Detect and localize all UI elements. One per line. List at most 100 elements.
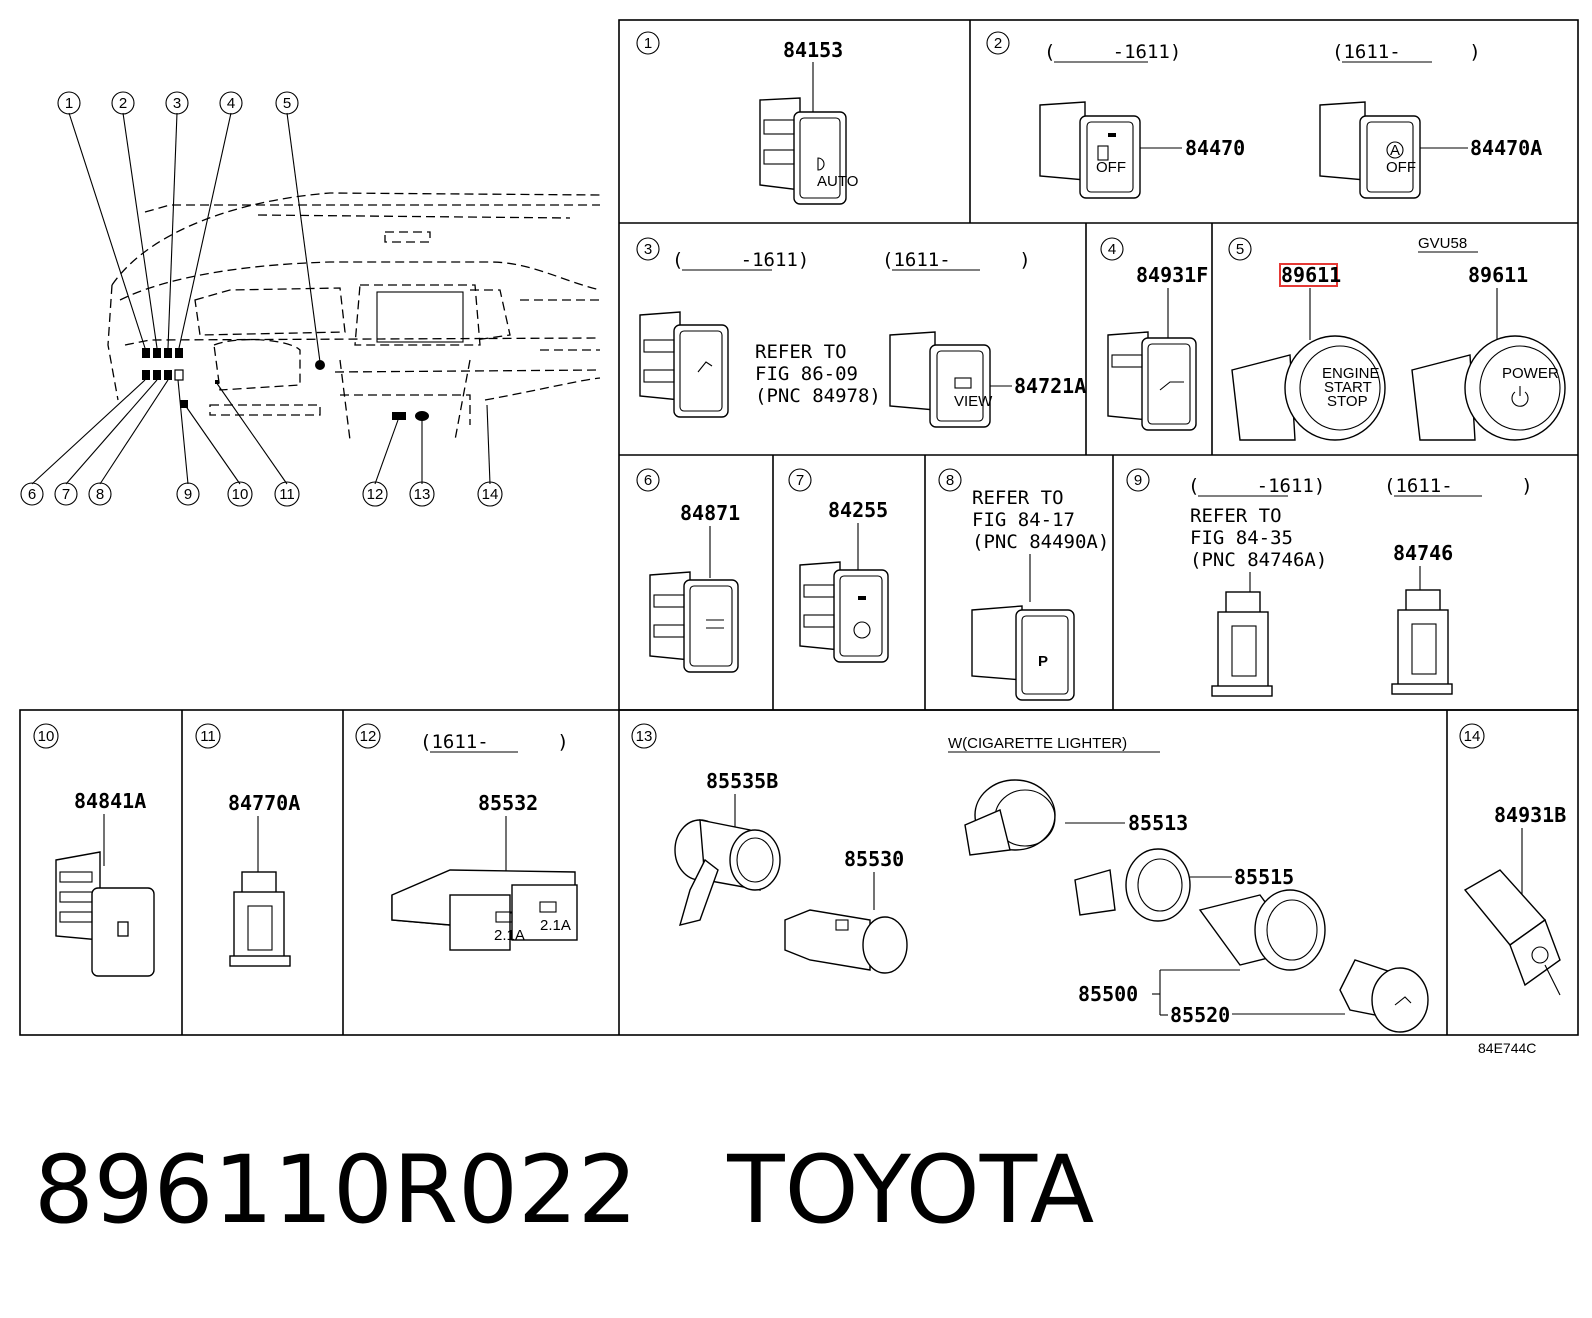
svg-text:13: 13 [636, 728, 653, 745]
switch-84841A [55, 851, 155, 977]
svg-text:4: 4 [227, 95, 235, 112]
svg-text:VIEW: VIEW [954, 393, 993, 410]
part-85520: 85520 [1170, 1003, 1230, 1027]
svg-text:7: 7 [796, 472, 804, 489]
caption-part-number: 896110R022 [34, 1136, 638, 1245]
panel-5: 5 GVU58 89611 89611 ENGINE START STOP PO… [1228, 235, 1566, 441]
part-85535B: 85535B [706, 769, 778, 793]
ring-85515 [1074, 848, 1191, 922]
svg-text:1: 1 [65, 95, 73, 112]
callout-4: 4 [219, 91, 243, 115]
callout-3: 3 [165, 91, 189, 115]
svg-text:8: 8 [946, 472, 954, 489]
connector-84770A [229, 871, 291, 967]
cigarette-lighter-note: W(CIGARETTE LIGHTER) [948, 735, 1127, 752]
panel-12: 12 (1611- ) 85532 2.1A 2.1A [355, 723, 578, 951]
power-button: POWER [1411, 335, 1566, 441]
panel-8: 8 REFER TO FIG 84-17 (PNC 84490A) P [938, 468, 1109, 701]
panel-13: 13 W(CIGARETTE LIGHTER) 85535B 85530 855… [631, 723, 1429, 1033]
callout-11: 11 [274, 481, 300, 507]
svg-text:2: 2 [994, 35, 1002, 52]
svg-text:9: 9 [184, 486, 192, 503]
lighter-85520 [1339, 959, 1429, 1033]
switch-84721A: VIEW [889, 331, 993, 428]
usb-charger-85532: 2.1A 2.1A [391, 869, 578, 951]
svg-text:11: 11 [279, 486, 295, 503]
svg-text:2: 2 [119, 95, 127, 112]
svg-text:2.1A: 2.1A [540, 917, 571, 934]
part-84470: 84470 [1185, 136, 1245, 160]
panel-11: 11 84770A [195, 723, 300, 967]
part-89611-highlighted[interactable]: 89611 [1281, 263, 1341, 287]
svg-text:REFER TO: REFER TO [755, 341, 847, 363]
part-84841A: 84841A [74, 789, 146, 813]
socket-85500 [1198, 889, 1326, 971]
part-84746: 84746 [1393, 541, 1453, 565]
svg-text:A: A [1390, 142, 1400, 159]
bracket-85513 [964, 779, 1056, 856]
callout-2: 2 [111, 91, 135, 115]
switch-84978 [639, 311, 729, 418]
svg-text:(1611- ): (1611- ) [420, 731, 569, 753]
panel-3: 3 ( -1611) (1611- ) REFER TO FIG 86-09 (… [636, 237, 1086, 428]
part-85532: 85532 [478, 791, 538, 815]
svg-text:3: 3 [644, 241, 652, 258]
svg-text:2.1A: 2.1A [494, 927, 525, 944]
part-84470A: 84470A [1470, 136, 1542, 160]
svg-text:FIG 84-17: FIG 84-17 [972, 509, 1075, 531]
highlight-box [1279, 263, 1338, 287]
svg-text:( -1611): ( -1611) [1044, 41, 1181, 63]
callout-6: 6 [20, 482, 44, 506]
svg-text:5: 5 [1236, 241, 1244, 258]
svg-text:14: 14 [482, 486, 499, 503]
plug-85530 [784, 909, 908, 974]
svg-text:4: 4 [1108, 241, 1116, 258]
svg-text:7: 7 [62, 486, 70, 503]
switch-84490A: P [971, 605, 1075, 701]
callout-10: 10 [227, 481, 253, 507]
switch-84255 [799, 561, 889, 663]
panel-9: 9 ( -1611) (1611- ) REFER TO FIG 84-35 (… [1126, 468, 1533, 697]
svg-text:1: 1 [644, 35, 652, 52]
part-84931F: 84931F [1136, 263, 1208, 287]
svg-text:STOP: STOP [1327, 393, 1368, 410]
panel-6: 6 84871 [636, 468, 740, 673]
svg-text:(PNC 84746A): (PNC 84746A) [1190, 549, 1327, 571]
svg-text:POWER: POWER [1502, 365, 1559, 382]
panel-4: 4 84931F [1100, 237, 1208, 431]
svg-text:REFER TO: REFER TO [1190, 505, 1282, 527]
part-84931B: 84931B [1494, 803, 1566, 827]
svg-text:10: 10 [232, 486, 249, 503]
svg-text:(1611- ): (1611- ) [1384, 475, 1533, 497]
svg-text:FIG 86-09: FIG 86-09 [755, 363, 858, 385]
svg-text:12: 12 [367, 486, 384, 503]
svg-text:13: 13 [414, 486, 431, 503]
svg-text:(1611- ): (1611- ) [1332, 41, 1481, 63]
svg-text:OFF: OFF [1096, 159, 1126, 176]
part-89611: 89611 [1468, 263, 1528, 287]
panel-2: 2 ( -1611) (1611- ) OFF 84470 A OFF 8447… [986, 31, 1542, 199]
svg-text:( -1611): ( -1611) [672, 249, 809, 271]
callout-14: 14 [477, 481, 503, 507]
part-85530: 85530 [844, 847, 904, 871]
svg-text:P: P [1038, 653, 1048, 670]
svg-text:REFER TO: REFER TO [972, 487, 1064, 509]
callout-12: 12 [362, 481, 388, 507]
drawing-code: 84E744C [1478, 1040, 1537, 1056]
switch-84931B [1463, 869, 1561, 996]
panel-grid [19, 19, 1579, 1036]
svg-text:FIG 84-35: FIG 84-35 [1190, 527, 1293, 549]
svg-text:14: 14 [1464, 728, 1481, 745]
part-85513: 85513 [1128, 811, 1188, 835]
svg-text:AUTO: AUTO [817, 173, 858, 190]
part-85515: 85515 [1234, 865, 1294, 889]
switch-84931F [1107, 331, 1197, 431]
svg-text:START: START [1324, 379, 1372, 396]
connector-84746A [1211, 591, 1273, 697]
switch-84470: OFF [1039, 101, 1141, 199]
callout-1: 1 [57, 91, 81, 115]
svg-text:6: 6 [28, 486, 36, 503]
svg-text:6: 6 [644, 472, 652, 489]
svg-text:( -1611): ( -1611) [1188, 475, 1325, 497]
